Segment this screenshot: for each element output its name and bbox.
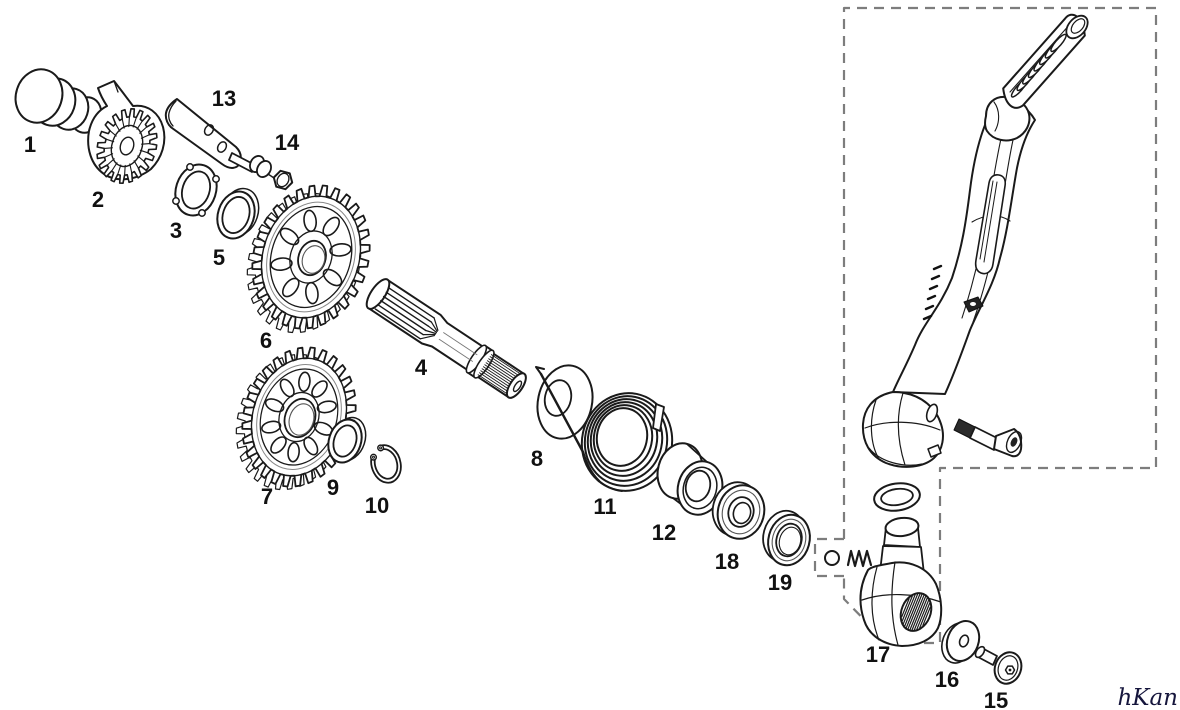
part-label-10: 10 <box>365 493 389 518</box>
detent-ball <box>824 550 840 566</box>
part-label-3: 3 <box>170 218 182 243</box>
part-label-2: 2 <box>92 187 104 212</box>
part-16-washer <box>941 620 981 664</box>
detail-boundary-dashed <box>813 6 1158 645</box>
watermark: hKan <box>1117 685 1178 710</box>
part-18-bearing <box>711 481 766 540</box>
part-label-9: 9 <box>327 475 339 500</box>
part-6-gear <box>246 184 371 334</box>
part-17-knuckle-joint <box>824 482 943 647</box>
part-label-15: 15 <box>984 688 1008 710</box>
part-7-gear <box>235 346 357 491</box>
dashed-outline <box>842 6 1158 645</box>
detent-spring <box>846 549 873 568</box>
spring-end-hook <box>652 403 665 432</box>
part-19-seal-ring <box>762 509 811 567</box>
part-label-14: 14 <box>275 130 300 155</box>
part-1-spring <box>14 68 106 134</box>
part-label-11: 11 <box>593 494 616 519</box>
pedal-ribs <box>1010 33 1067 98</box>
part-label-12: 12 <box>652 520 676 545</box>
part-label-13: 13 <box>212 86 236 111</box>
lever-boss <box>861 391 944 468</box>
part-4-kickstart-shaft <box>365 278 527 399</box>
lever-shaft <box>892 98 1036 395</box>
part-label-17: 17 <box>866 642 890 667</box>
part-label-6: 6 <box>260 328 272 353</box>
part-9-washer <box>327 416 367 464</box>
lever-bolt <box>953 418 1023 458</box>
bolt-hex-socket <box>1010 437 1018 447</box>
part-14-bolt <box>249 155 294 191</box>
part-label-19: 19 <box>768 570 792 595</box>
part-label-4: 4 <box>415 355 428 380</box>
pedal-end-cap <box>1065 14 1089 40</box>
part-10-circlip <box>369 444 402 484</box>
part-3-lock-washer <box>172 163 220 217</box>
part-label-18: 18 <box>715 549 739 574</box>
part-label-8: 8 <box>531 446 543 471</box>
part-label-1: 1 <box>24 132 36 157</box>
part-label-16: 16 <box>935 667 959 692</box>
part-2-ratchet-gear <box>87 80 166 184</box>
part-label-5: 5 <box>213 245 225 270</box>
kickstart-lever-assembly <box>861 13 1089 468</box>
boss-side-hole <box>925 403 939 423</box>
part-13-stop-plate <box>164 98 256 173</box>
o-ring <box>873 482 921 512</box>
lever-grip-marks <box>922 264 943 321</box>
part-label-7: 7 <box>261 484 273 509</box>
part-12-bushing <box>656 442 724 516</box>
part-15-screw <box>974 645 1023 685</box>
part-5-washer <box>216 187 260 240</box>
